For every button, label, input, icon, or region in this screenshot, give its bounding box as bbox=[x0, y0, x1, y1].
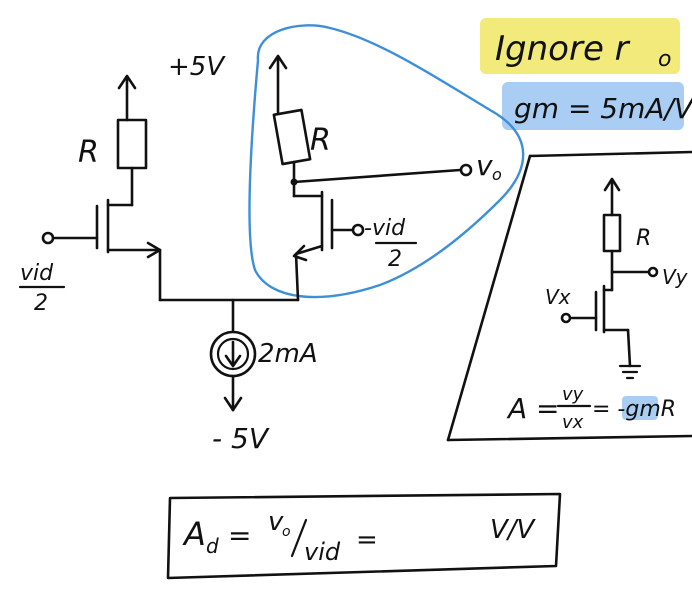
inset-ground-icon bbox=[618, 364, 642, 380]
current-source bbox=[209, 330, 257, 378]
answer-vo: v bbox=[268, 507, 284, 537]
input-terminal-left bbox=[41, 231, 55, 245]
ignore-ro-subscript: o bbox=[658, 47, 671, 72]
answer-units: V/V bbox=[490, 515, 537, 545]
output-terminal bbox=[459, 163, 473, 177]
inset-vdd-arrow-icon bbox=[603, 177, 621, 192]
answer-box: A d = v o vid = V/V bbox=[166, 492, 562, 580]
inset-bottom-border bbox=[446, 434, 692, 442]
ad-equals: = bbox=[228, 519, 251, 552]
vdd-arrow-icon bbox=[117, 74, 137, 90]
answer-equals: = bbox=[356, 525, 378, 555]
gm-highlight bbox=[622, 396, 658, 420]
inset-gain-lhs: A = bbox=[506, 392, 560, 425]
ad-subscript: d bbox=[206, 534, 219, 558]
input-terminal-right bbox=[351, 223, 365, 237]
note-ignore-ro: Ignore r o bbox=[480, 18, 680, 74]
inset-resistor-label: R bbox=[636, 226, 651, 251]
inset-input-terminal bbox=[560, 312, 572, 324]
current-arrow-icon bbox=[224, 354, 242, 368]
answer-vo-subscript: o bbox=[282, 524, 291, 540]
source-arrow-right-icon bbox=[292, 244, 308, 262]
inset-left-border bbox=[446, 154, 532, 442]
inset-panel: R Vx Vy A = vy vx = -gmR bbox=[446, 150, 692, 442]
resistor-left bbox=[116, 118, 148, 170]
vdd-label: +5V bbox=[168, 52, 226, 82]
ad-label: A bbox=[182, 515, 206, 553]
vo-label: v bbox=[476, 149, 493, 182]
inset-gain-rhs: = -gmR bbox=[592, 397, 676, 422]
left-branch bbox=[41, 74, 162, 302]
vss-label: - 5V bbox=[212, 422, 270, 455]
answer-box-border bbox=[166, 492, 562, 580]
vss-arrow-icon bbox=[223, 396, 243, 412]
blue-highlight-loop bbox=[248, 24, 525, 299]
vin-pos-numerator: vid bbox=[20, 261, 54, 286]
inset-vy-label: Vy bbox=[662, 265, 689, 289]
resistor-right-label: R bbox=[310, 123, 331, 158]
inset-top-border bbox=[528, 150, 692, 158]
blue-highlight bbox=[502, 82, 684, 130]
inset-output-terminal bbox=[647, 266, 659, 278]
inset-vx-label: Vx bbox=[545, 285, 571, 309]
resistor-right bbox=[272, 108, 312, 166]
ignore-ro-text: Ignore r bbox=[495, 29, 631, 69]
vo-label-subscript: o bbox=[492, 165, 502, 184]
yellow-highlight bbox=[480, 18, 680, 74]
inset-gain-numerator: vy bbox=[562, 384, 584, 405]
inset-gain-denominator: vx bbox=[562, 412, 584, 433]
answer-vid: vid bbox=[304, 538, 341, 566]
vin-pos-denominator: 2 bbox=[34, 291, 48, 316]
inset-resistor bbox=[602, 213, 622, 253]
note-gm: gm = 5mA/V bbox=[502, 82, 692, 130]
vdd-arrow-right-icon bbox=[268, 54, 288, 70]
answer-slash bbox=[290, 518, 308, 558]
current-source-label: 2mA bbox=[258, 339, 318, 369]
gm-text: gm = 5mA/V bbox=[514, 92, 692, 125]
vin-neg-numerator: -vid bbox=[364, 216, 406, 241]
right-branch bbox=[268, 54, 473, 302]
resistor-left-label: R bbox=[78, 135, 99, 170]
vin-neg-denominator: 2 bbox=[388, 247, 402, 272]
